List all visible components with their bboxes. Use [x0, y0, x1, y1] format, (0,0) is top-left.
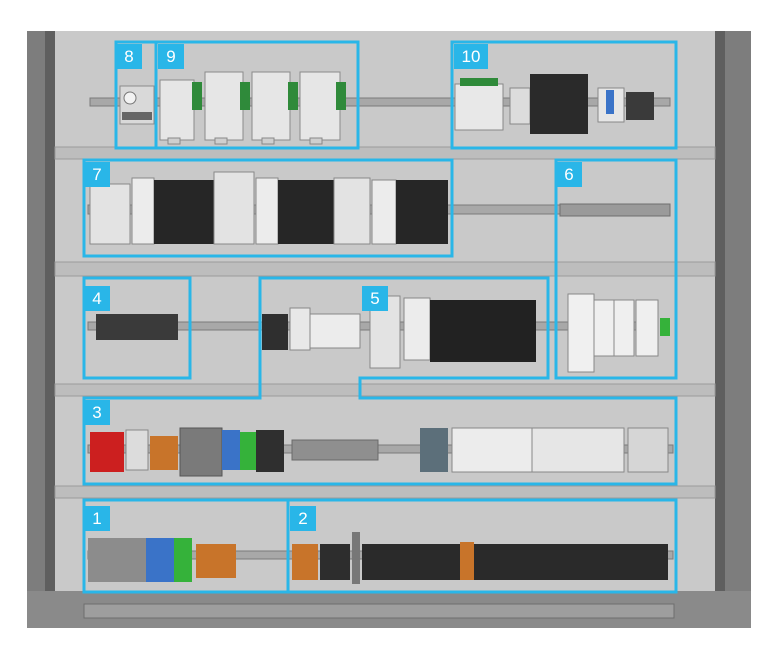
zone-3-badge: 3 [84, 400, 110, 425]
zone-9-badge: 9 [158, 44, 184, 69]
zone-8-device [119, 85, 155, 125]
zone-4-badge: 4 [84, 286, 110, 311]
zone-7-modules [89, 171, 671, 245]
zone-3-5-outline [82, 276, 678, 486]
ground-bar [83, 603, 675, 619]
zone-outlines [82, 40, 678, 594]
zone-2-outline [286, 498, 678, 594]
zone-10-controller [454, 74, 654, 134]
zone-2-badge: 2 [290, 506, 316, 531]
zone-4-terminals [96, 314, 178, 340]
zone-5-devices [369, 295, 536, 369]
zone-7-badge: 7 [84, 162, 110, 187]
zone-5-badge: 5 [362, 286, 388, 311]
right-side-wall [715, 31, 725, 591]
zone-8-badge: 8 [116, 44, 142, 69]
cable-ducts [54, 146, 716, 499]
zone-10-badge: 10 [454, 44, 488, 69]
zone-6-badge: 6 [556, 162, 582, 187]
zone-9-power-supplies [159, 71, 346, 145]
zone-6-outline [554, 158, 678, 380]
zone-7-outline [82, 158, 454, 258]
left-side-wall [45, 31, 55, 591]
zone-6-modules [567, 293, 670, 373]
zone-2-terminals [292, 532, 668, 584]
zone-4-outline [82, 276, 192, 380]
zone-1-terminals [88, 538, 236, 582]
zone-9-outline [154, 40, 360, 150]
zone-10-outline [450, 40, 678, 150]
zone-3-devices [90, 427, 669, 477]
middle-devices [262, 307, 361, 351]
zone-1-badge: 1 [84, 506, 110, 531]
